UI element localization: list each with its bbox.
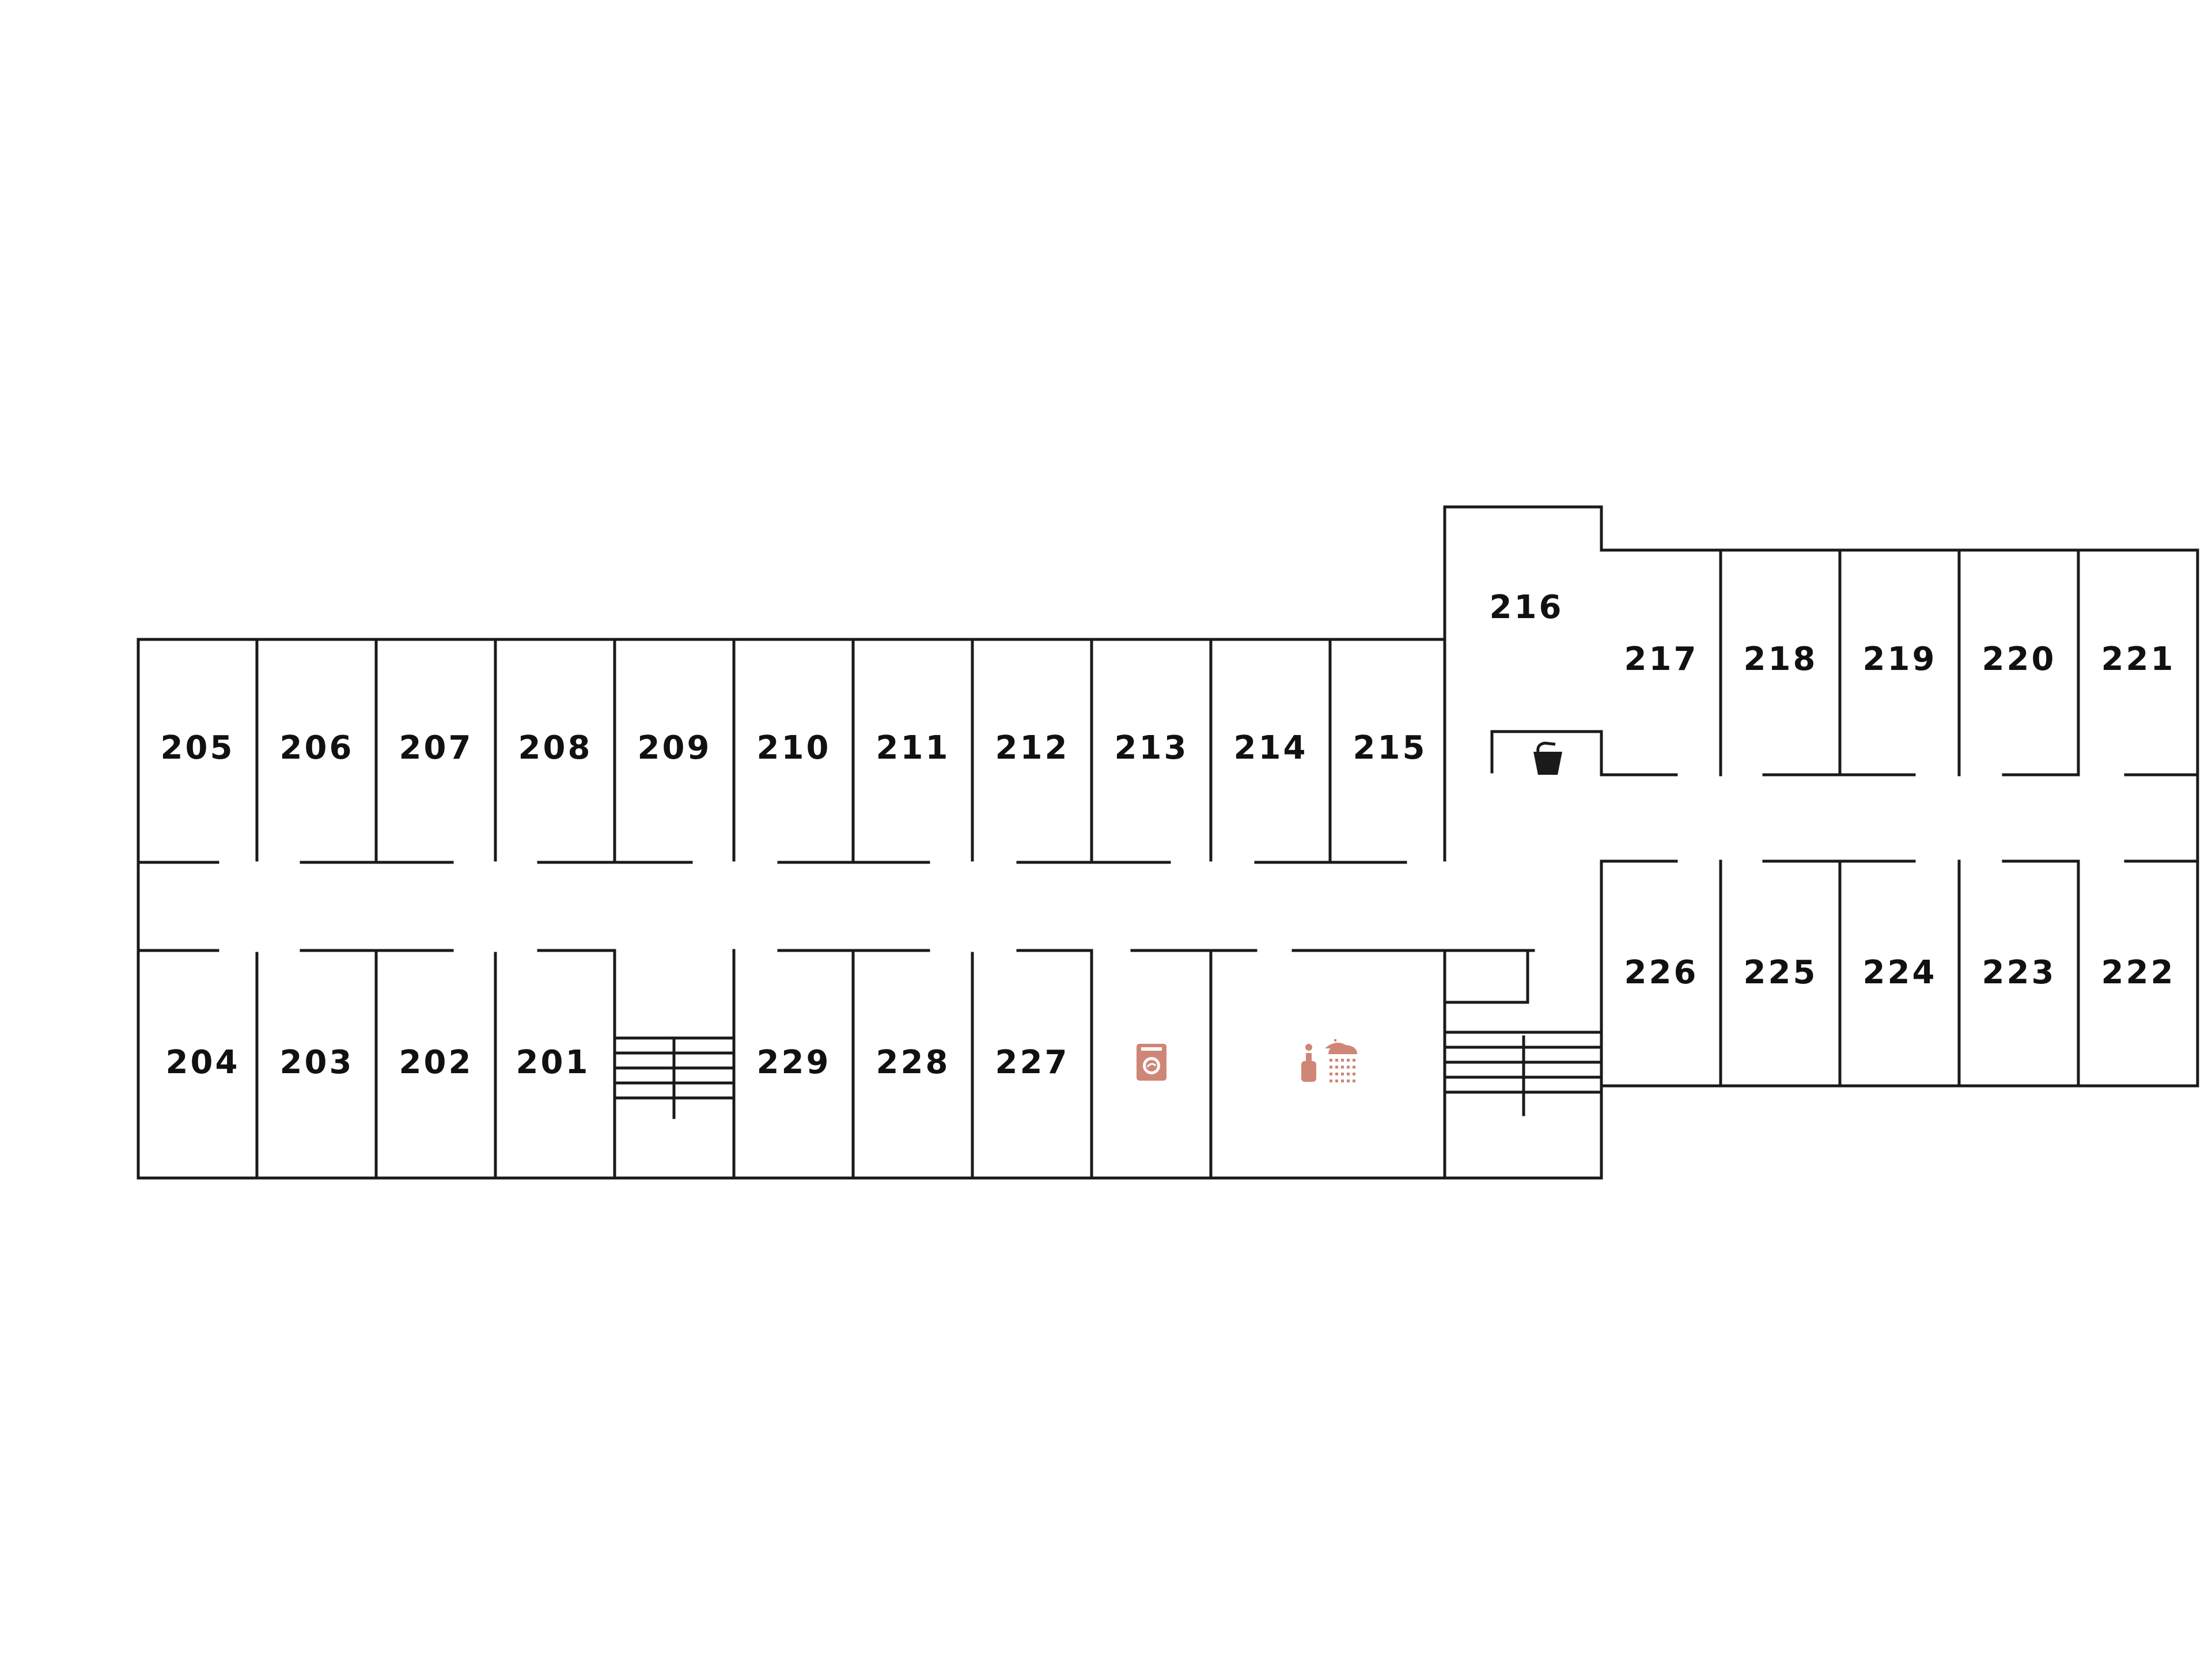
room-222: 222 <box>2101 954 2176 991</box>
room-224: 224 <box>1863 954 1937 991</box>
room-225: 225 <box>1744 954 1818 991</box>
room-228: 228 <box>876 1044 950 1081</box>
room-204: 204 <box>166 1044 240 1081</box>
room-226: 226 <box>1624 954 1699 991</box>
center-block-walls <box>1443 505 1603 1004</box>
room-215: 215 <box>1353 729 1427 767</box>
room-206: 206 <box>280 729 354 767</box>
room-227: 227 <box>995 1044 1070 1081</box>
east-stairwell <box>1443 1031 1603 1116</box>
room-223: 223 <box>1982 954 2056 991</box>
east-wing-walls <box>1600 548 2199 1088</box>
room-212: 212 <box>995 729 1070 767</box>
room-213: 213 <box>1115 729 1189 767</box>
room-214: 214 <box>1234 729 1308 767</box>
room-209: 209 <box>638 729 712 767</box>
room-216: 216 <box>1490 589 1564 626</box>
room-218: 218 <box>1744 641 1818 678</box>
room-202: 202 <box>399 1044 474 1081</box>
shower-icon <box>1301 1039 1357 1082</box>
room-201: 201 <box>516 1044 590 1081</box>
room-203: 203 <box>280 1044 354 1081</box>
room-219: 219 <box>1863 641 1937 678</box>
washing-machine-icon <box>1137 1044 1166 1081</box>
room-210: 210 <box>757 729 831 767</box>
room-205: 205 <box>161 729 235 767</box>
room-211: 211 <box>876 729 950 767</box>
east-top-labels: 217 218 219 220 221 <box>1624 641 2176 678</box>
room-217: 217 <box>1624 641 1699 678</box>
west-wing-walls <box>137 638 1603 1180</box>
bottom-row-labels: 204 203 202 201 229 228 227 <box>166 1044 1070 1081</box>
room-208: 208 <box>518 729 593 767</box>
room-229: 229 <box>757 1044 831 1081</box>
top-row-labels: 205 206 207 208 209 210 211 212 213 214 … <box>161 729 1427 767</box>
room-207: 207 <box>399 729 474 767</box>
ice-bucket-icon <box>1533 741 1562 775</box>
east-bottom-labels: 226 225 224 223 222 <box>1624 954 2176 991</box>
room-220: 220 <box>1982 641 2056 678</box>
west-stairwell <box>613 1036 736 1119</box>
room-221: 221 <box>2101 641 2176 678</box>
